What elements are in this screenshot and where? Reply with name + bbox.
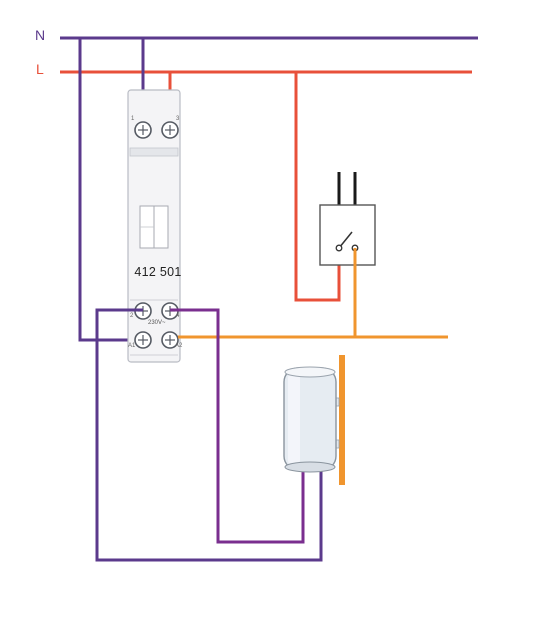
terminal-1-label: 1 (131, 116, 135, 122)
wall-switch (319, 172, 376, 266)
terminal-2-label: 2 (130, 313, 134, 319)
neutral-label: N (35, 27, 46, 43)
terminal-3-label: 3 (176, 116, 180, 122)
terminal-4-label: 4 (176, 313, 180, 319)
device-reference-label: 412 501 (134, 265, 182, 279)
line-feed-to-switch (294, 72, 341, 302)
voltage-label: 230V~ (148, 320, 166, 326)
load-wire-from-terminal-2 (95, 308, 323, 562)
terminal-a1-label: A1 (128, 343, 136, 349)
neutral-drop-to-contactor-a1 (78, 38, 128, 342)
terminal-a2-label: A2 (175, 343, 183, 349)
line-label: L (36, 61, 44, 77)
load-wire-from-terminal-4 (170, 308, 305, 544)
contactor-module (127, 89, 181, 363)
water-heater (283, 355, 345, 485)
wall-mount-bar (339, 355, 345, 485)
